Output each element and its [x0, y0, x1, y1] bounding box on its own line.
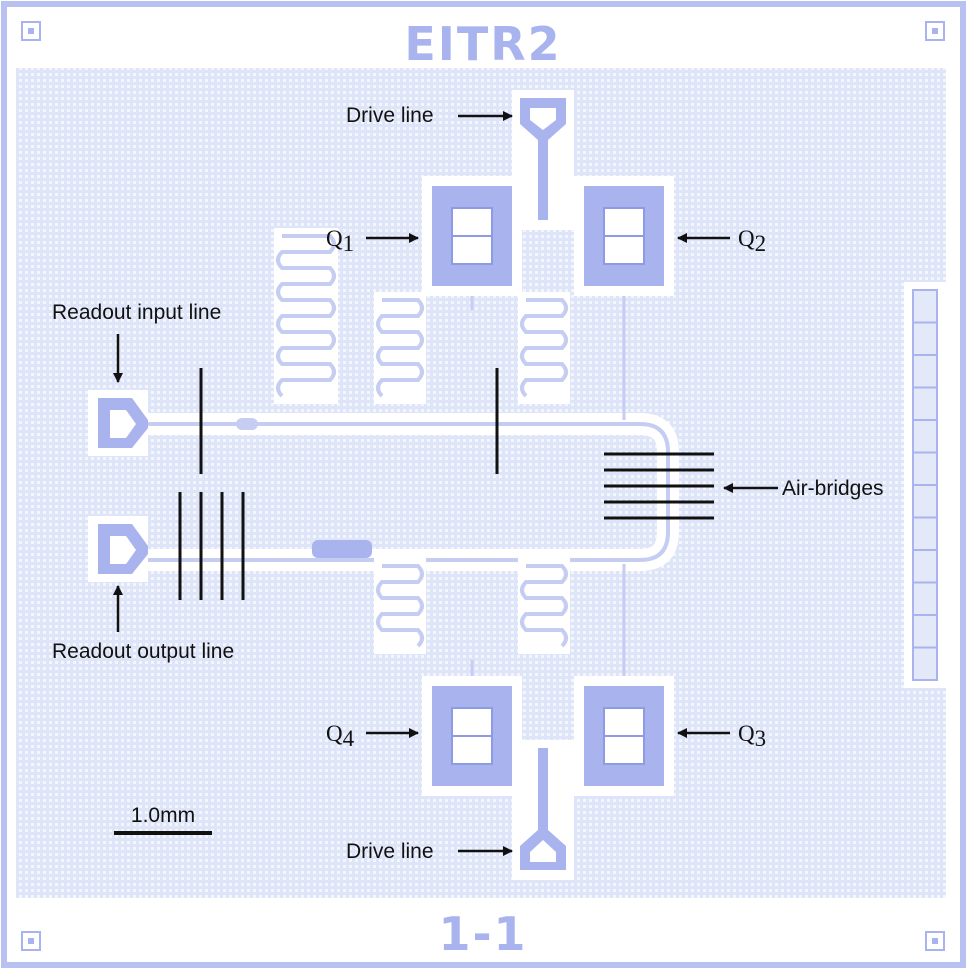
drive-pad-bottom [512, 740, 574, 880]
coupling-lines [470, 296, 626, 676]
alignment-marks [21, 21, 945, 951]
qubit-q1 [422, 176, 522, 296]
qubit-label-q1: Q1 [326, 226, 354, 256]
qubit-q3 [574, 676, 674, 796]
resonator-meander-3 [520, 298, 568, 398]
scale-bar-label: 1.0mm [131, 804, 195, 827]
qubit-q4 [422, 676, 522, 796]
resonator-meander-1 [276, 234, 336, 398]
qubit-q2 [574, 176, 674, 296]
drive-line-bottom-label: Drive line [346, 840, 434, 863]
test-structure [904, 282, 946, 688]
qubit-label-q3: Q3 [738, 721, 766, 751]
resonator-meander-4 [376, 564, 424, 648]
air-bridges-label: Air-bridges [782, 477, 884, 500]
chip-name: EITR2 [404, 17, 561, 71]
drive-line-top-label: Drive line [346, 104, 434, 127]
drive-pad-top [512, 90, 574, 230]
feedline [92, 413, 679, 571]
label-arrows [113, 111, 778, 856]
readout-input-pad [88, 390, 148, 456]
qubit-label-q2: Q2 [738, 226, 766, 256]
readout-input-label: Readout input line [52, 301, 221, 324]
readout-output-label: Readout output line [52, 640, 234, 663]
resonators [274, 228, 570, 654]
chip-id: 1-1 [438, 907, 527, 961]
resonator-meander-5 [520, 564, 568, 648]
qubit-label-q4: Q4 [326, 721, 355, 751]
resonator-meander-2 [376, 298, 424, 398]
annotation-lines [178, 368, 714, 600]
readout-output-pad [88, 516, 148, 582]
